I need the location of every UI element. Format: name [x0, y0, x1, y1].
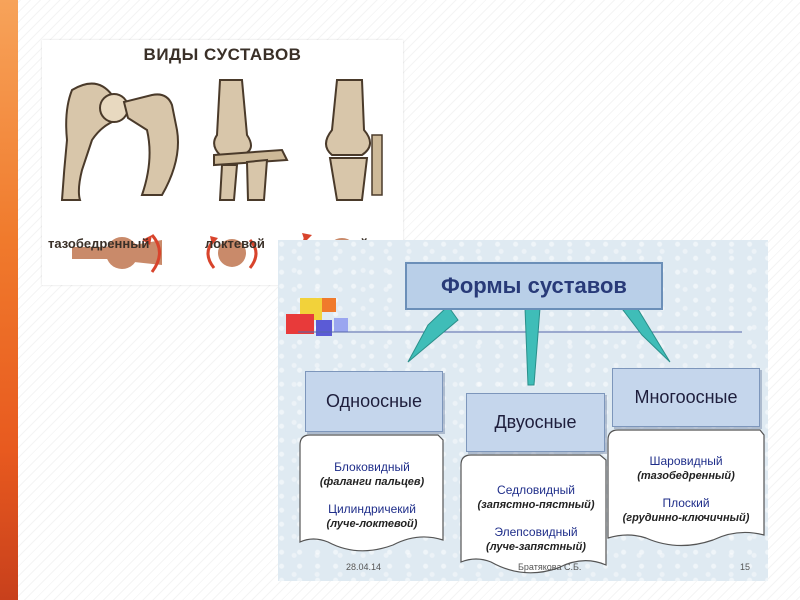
uniaxial-scroll — [299, 434, 444, 552]
joint-illustrations — [60, 79, 392, 273]
biaxial-item-2-example: (луче-запястный) — [486, 541, 586, 553]
uniaxial-item-2-example: (луче-локтевой) — [326, 518, 418, 530]
multiaxial-item-1-name: Шаровидный — [649, 454, 723, 468]
forms-decorations — [286, 298, 765, 574]
elbow-joint-label: локтевой — [205, 236, 265, 251]
hip-joint-label: тазобедренный — [48, 236, 150, 251]
multiaxial-item-1-example: (тазобедренный) — [637, 470, 735, 482]
slide-date: 28.04.14 — [346, 562, 382, 572]
multiaxial-item-2-name: Плоский — [662, 496, 710, 510]
biaxial-item-1-name: Седловидный — [497, 483, 575, 497]
multiaxial-item-2-example: (грудинно-ключичный) — [622, 512, 750, 524]
elbow-movement-schematic — [206, 236, 258, 269]
uniaxial-type-box: Одноосные — [305, 371, 443, 432]
biaxial-type-box: Двуосные — [466, 393, 605, 452]
joint-types-title: ВИДЫ СУСТАВОВ — [143, 45, 302, 64]
joint-forms-title: Формы суставов — [405, 262, 663, 310]
slide-page-number: 15 — [740, 562, 751, 572]
biaxial-scroll — [460, 454, 607, 574]
knee-joint-illustration — [325, 79, 383, 201]
biaxial-examples: Седловидный (запястно-пястный) Элепсовид… — [466, 483, 606, 555]
hip-movement-schematic — [72, 234, 162, 273]
uniaxial-item-2-name: Цилиндричекий — [328, 502, 416, 516]
slide-author: Братякова С.Б. — [518, 562, 582, 572]
joint-forms-slide: Формы суставов Одноосные Двуосные Многоо… — [278, 240, 768, 581]
accent-bar — [0, 0, 18, 600]
biaxial-item-2-name: Элепсовидный — [494, 525, 578, 539]
biaxial-item-1-example: (запястно-пястный) — [477, 499, 595, 511]
multiaxial-type-box: Многоосные — [612, 368, 760, 427]
decorative-squares-icon — [286, 298, 742, 336]
callout-arrows — [407, 305, 671, 386]
multiaxial-scroll — [607, 429, 765, 547]
uniaxial-item-1-example: (фаланги пальцев) — [319, 476, 425, 488]
multiaxial-examples: Шаровидный (тазобедренный) Плоский (груд… — [611, 454, 761, 526]
uniaxial-item-1-name: Блоковидный — [334, 460, 410, 474]
hip-joint-illustration — [60, 82, 179, 201]
elbow-joint-illustration — [213, 79, 289, 201]
uniaxial-examples: Блоковидный (фаланги пальцев) Цилиндриче… — [308, 460, 436, 532]
